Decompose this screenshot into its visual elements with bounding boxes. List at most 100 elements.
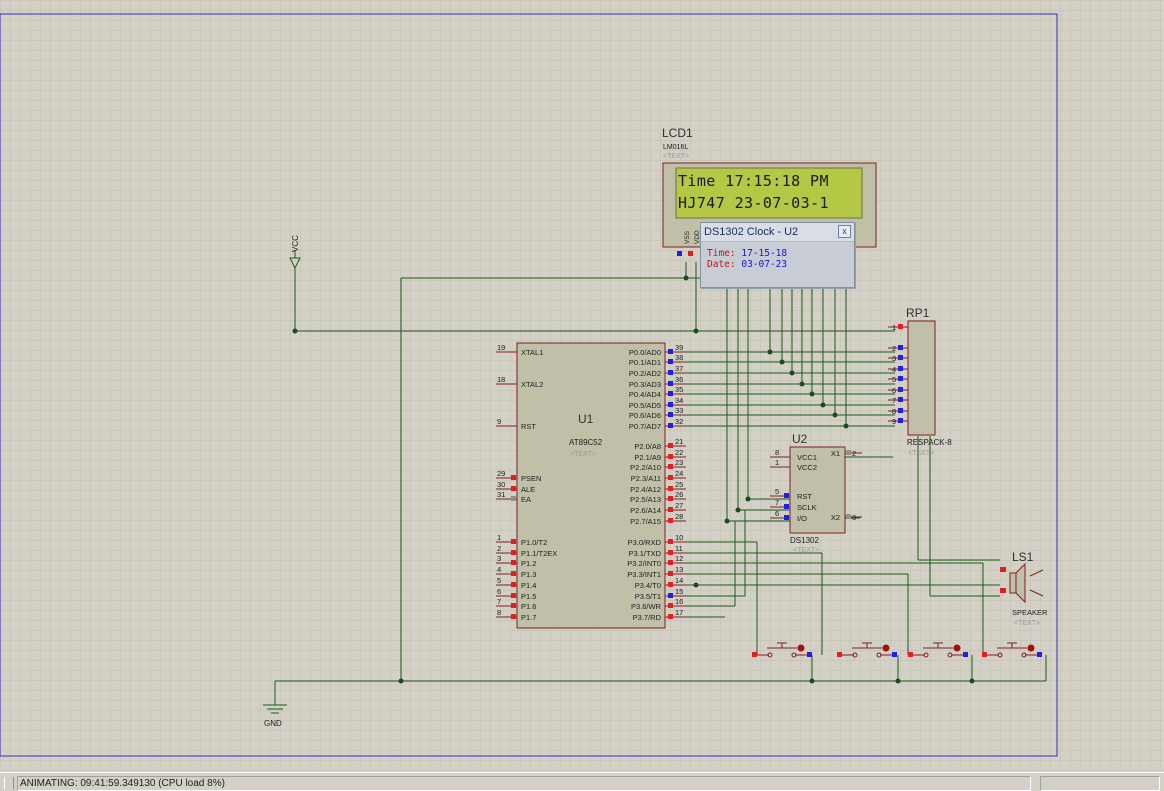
popup-titlebar[interactable]: DS1302 Clock - U2 x [701,223,854,242]
pin-number: 17 [675,608,683,617]
pin-number: 29 [497,469,505,478]
push-buttons[interactable] [752,642,1042,658]
pin-name: P1.0/T2 [521,538,547,547]
pin-name: X1 [831,449,840,458]
respack-pin-8[interactable]: 8 [888,407,908,416]
mcu-pin-3[interactable]: 3P1.2 [496,554,536,568]
lcd-part: LM016L [663,144,688,151]
pin-name: SCLK [797,503,817,512]
vcc-terminal[interactable]: VCC [289,235,301,270]
pin-number: 37 [675,364,683,373]
lcd-line-2: HJ747 23-07-03-1 [678,194,829,212]
rtc-u2[interactable]: U2 DS1302 <TEXT> 8VCC11VCC25RST7SCLK6I/O… [770,432,862,554]
push-button-3[interactable] [908,642,968,658]
respack-pin-2[interactable]: 2 [888,344,908,353]
rtc-pin-6[interactable]: 6I/O [770,509,807,523]
pin-name: P0.5/AD5 [629,401,661,410]
respack-text-tag: <TEXT> [908,450,934,457]
lcd-screen [675,167,863,219]
wires [274,262,1047,705]
mcu-pin-2[interactable]: 2P1.1/T2EX [496,544,557,558]
pin-number: 2 [497,544,501,553]
pin-number: 8 [892,407,896,416]
mcu-pin-1[interactable]: 1P1.0/T2 [496,533,547,547]
push-button-2[interactable] [837,642,897,658]
respack-pin-7[interactable]: 7 [888,396,908,405]
mcu-pin-5[interactable]: 5P1.4 [496,576,536,590]
pin-name: P0.6/AD6 [629,411,661,420]
pin-number: 3 [852,513,856,522]
respack-pin-1[interactable]: 1 [888,323,908,332]
pin-name: EA [521,495,531,504]
pin-number: 38 [675,353,683,362]
pin-number: 11 [675,544,683,553]
respack-pin-3[interactable]: 3 [888,354,908,363]
close-icon[interactable]: x [838,225,851,238]
respack-pin-6[interactable]: 6 [888,386,908,395]
lcd-text-tag: <TEXT> [663,153,689,160]
pin-number: 31 [497,490,505,499]
push-button-1[interactable] [752,642,812,658]
status-right-panel [1040,776,1160,791]
rtc-pin-2[interactable]: 2X1 [831,449,862,458]
respack-ref: RP1 [906,306,930,320]
speaker-ls1[interactable]: LS1 SPEAKER <TEXT> [1000,550,1048,627]
rtc-pin-3[interactable]: 3X2 [831,513,862,522]
pin-number: 7 [775,498,779,507]
pin-name: P2.4/A12 [630,485,661,494]
mcu-pin-8[interactable]: 8P1.7 [496,608,536,622]
respack-pin-9[interactable]: 9 [888,417,908,426]
push-button-4[interactable] [982,642,1042,658]
respack-pin-4[interactable]: 4 [888,365,908,374]
mcu-pin-6[interactable]: 6P1.5 [496,587,536,601]
gnd-terminal[interactable]: GND [263,704,287,728]
time-label: Time: [707,248,736,259]
respack-pin-5[interactable]: 5 [888,375,908,384]
rtc-part: DS1302 [790,536,819,545]
mcu-pin-7[interactable]: 7P1.6 [496,597,536,611]
schematic-canvas[interactable]: VCC GND LCD1 LM016L <TEXT> VSS VDD U1 AT… [0,0,1164,772]
pin-name: P3.1/TXD [628,549,661,558]
ds1302-clock-popup[interactable]: DS1302 Clock - U2 x Time: 17-15-18 Date:… [700,222,855,288]
mcu-u1[interactable]: U1 AT89C52 <TEXT> 19XTAL118XTAL29RST29PS… [496,342,686,629]
schematic-drawing[interactable]: VCC GND LCD1 LM016L <TEXT> VSS VDD U1 AT… [0,0,1164,772]
mcu-pin-4[interactable]: 4P1.3 [496,565,536,579]
pin-number: 34 [675,396,683,405]
pin-name: PSEN [521,474,541,483]
